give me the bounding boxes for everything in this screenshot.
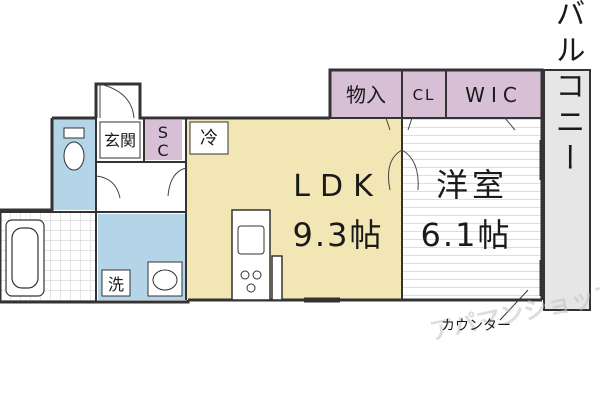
counter-pointer-line	[499, 289, 529, 321]
interior-walls	[0, 70, 542, 302]
shoe-closet-area	[144, 120, 182, 162]
kitchen-counter	[231, 209, 271, 301]
kitchen-sink	[237, 225, 265, 255]
wash-basin-icon	[147, 261, 183, 297]
walk-in-closet-area	[446, 70, 542, 118]
ldk-size-label: 9.3帖	[293, 216, 384, 254]
entrance-label: 玄関	[104, 131, 136, 150]
western-room-name-label: 洋室	[436, 166, 508, 204]
shoe-closet-label-top: S	[158, 123, 168, 142]
storage-label: 物入	[346, 83, 386, 107]
closet-label: CL	[413, 86, 436, 104]
entrance-label-box	[99, 121, 141, 159]
fridge-box	[189, 121, 229, 155]
closet-area	[402, 70, 446, 118]
balcony-area	[543, 69, 591, 311]
western-room-size-label: 6.1帖	[421, 216, 512, 254]
ldk-name-label: LDK	[293, 169, 383, 204]
storage-area	[330, 70, 402, 118]
shoe-closet-label-bottom: C	[157, 141, 168, 160]
bathtub-icon	[5, 219, 45, 297]
washer-box	[101, 269, 131, 297]
walk-in-closet-label: WIC	[465, 83, 523, 107]
western-room-area	[402, 118, 542, 299]
counter-label: カウンター	[441, 318, 511, 334]
stove-icon	[240, 270, 262, 293]
entrance-floor	[96, 160, 186, 214]
fridge-label: 冷	[200, 128, 218, 149]
balcony-label: バルコニー	[550, 0, 585, 178]
toilet-icon	[63, 127, 85, 171]
counter-bar	[271, 255, 283, 301]
window-marks	[304, 140, 545, 303]
door-swings	[95, 83, 516, 199]
washer-label: 洗	[108, 275, 124, 294]
